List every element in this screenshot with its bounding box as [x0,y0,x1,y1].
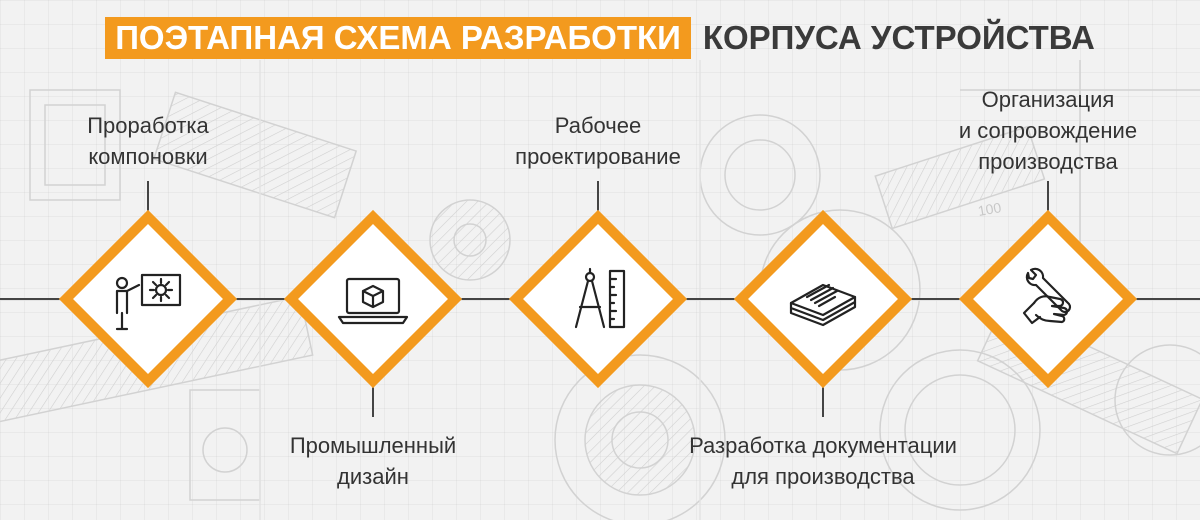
document-stack-icon [789,283,857,327]
step-1-label-line2: компоновки [88,144,208,169]
step-1-label: Проработка компоновки [18,110,278,172]
laptop-cube-icon [337,277,409,325]
step-4-label-line1: Разработка документации [689,433,957,458]
title-rest: КОРПУСА УСТРОЙСТВА [702,19,1095,56]
step-3-diamond [508,209,688,389]
step-4-label-line2: для производства [731,464,915,489]
hand-wrench-icon [1022,267,1072,325]
step-2-label-line2: дизайн [337,464,409,489]
step-1-diamond [58,209,238,389]
title-highlight: ПОЭТАПНАЯ СХЕМА РАЗРАБОТКИ [105,17,691,59]
step-5-label-line1: Организация [981,87,1115,112]
step-3-label: Рабочее проектирование [468,110,728,172]
presentation-gear-icon [115,273,182,331]
step-2-label: Промышленный дизайн [243,430,503,492]
step-5-label: Организация и сопровождение производства [918,84,1178,177]
compass-ruler-icon [574,267,626,329]
dimension-label: 100 [977,199,1003,219]
step-2-label-line1: Промышленный [289,433,457,458]
step-5-label-line2: и сопровождение [958,118,1138,143]
page-title: ПОЭТАПНАЯ СХЕМА РАЗРАБОТКИ КОРПУСА УСТРОЙ… [0,17,1200,59]
step-5-diamond [958,209,1138,389]
step-4-diamond [733,209,913,389]
step-4-label: Разработка документации для производства [673,430,973,492]
step-1-label-line1: Проработка [87,113,209,138]
step-5-label-line3: производства [978,149,1118,174]
step-3-label-line1: Рабочее [554,113,642,138]
step-3-label-line2: проектирование [515,144,681,169]
step-2-diamond [283,209,463,389]
